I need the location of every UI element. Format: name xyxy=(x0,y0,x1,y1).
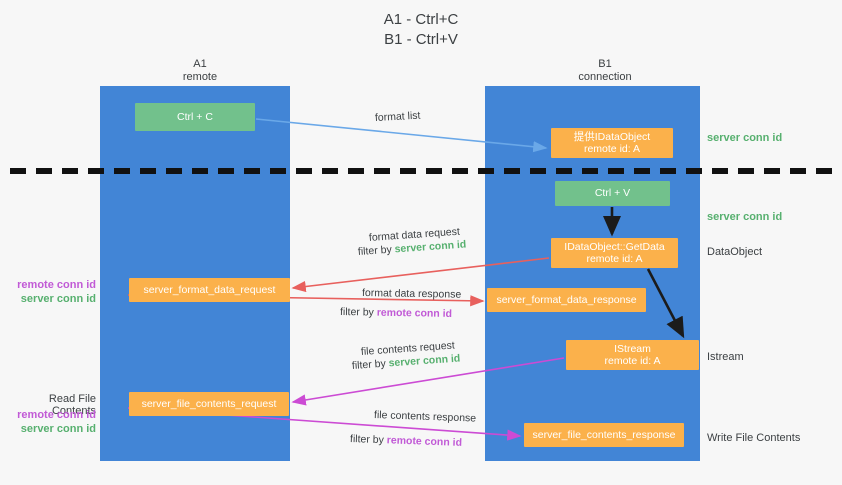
page-title: A1 - Ctrl+C B1 - Ctrl+V xyxy=(0,10,842,50)
filter-remote-conn-id-2: remote conn id xyxy=(386,434,463,449)
filter-by-text-4: filter by xyxy=(349,433,385,447)
label-server-conn-id-mid: server conn id xyxy=(707,211,783,223)
label-server-conn-id-upper: server conn id xyxy=(20,293,96,305)
box-idataobject-getdata[interactable]: IDataObject::GetData remote id: A xyxy=(551,238,678,268)
annotation-format-data-response-filter: filter by remote conn id xyxy=(340,306,452,321)
box-server-format-data-request-label: server_format_data_request xyxy=(143,283,276,296)
label-remote-conn-id-upper: remote conn id xyxy=(17,279,96,291)
box-server-format-data-request[interactable]: server_format_data_request xyxy=(129,278,290,302)
label-read-file-contents: Read File Contents xyxy=(48,393,96,417)
filter-by-text-3: filter by xyxy=(351,357,387,372)
annotation-format-data-response: format data response xyxy=(361,287,462,301)
column-header-a1: A1 remote xyxy=(140,58,260,84)
annotation-format-list: format list xyxy=(374,109,421,124)
column-a1-name: A1 xyxy=(193,58,207,70)
filter-remote-conn-id-1: remote conn id xyxy=(376,306,453,320)
label-istream: Istream xyxy=(707,351,744,363)
box-server-file-contents-request[interactable]: server_file_contents_request xyxy=(129,392,289,416)
box-idataobject-getdata-label: IDataObject::GetData remote id: A xyxy=(564,240,665,266)
box-server-format-data-response-label: server_format_data_response xyxy=(496,293,637,306)
annotation-file-contents-response-filter: filter by remote conn id xyxy=(350,433,462,450)
label-conn-ids-upper: remote conn id server conn id xyxy=(8,278,96,306)
box-idataobject[interactable]: 提供IDataObject remote id: A xyxy=(551,128,673,158)
column-a1-sub: remote xyxy=(182,71,218,83)
dashed-separator-line xyxy=(10,168,832,174)
box-istream-label: IStream remote id: A xyxy=(604,342,661,368)
column-b1-name: B1 xyxy=(598,58,612,70)
label-remote-conn-id-lower: remote conn id xyxy=(17,409,96,421)
annotation-file-contents-response: file contents response xyxy=(373,409,477,425)
box-ctrl-c-label: Ctrl + C xyxy=(177,110,213,123)
box-server-file-contents-request-label: server_file_contents_request xyxy=(141,397,277,410)
label-dataobject: DataObject xyxy=(707,246,763,258)
box-server-file-contents-response[interactable]: server_file_contents_response xyxy=(524,423,684,447)
label-write-file-contents: Write File Contents xyxy=(707,432,801,444)
box-idataobject-label: 提供IDataObject remote id: A xyxy=(573,130,651,156)
title-line-1: A1 - Ctrl+C xyxy=(383,11,459,28)
label-server-conn-id-lower: server conn id xyxy=(20,423,96,435)
column-b1-sub: connection xyxy=(578,71,632,83)
label-server-conn-id-top: server conn id xyxy=(707,132,783,144)
box-istream[interactable]: IStream remote id: A xyxy=(566,340,699,370)
box-server-file-contents-response-label: server_file_contents_response xyxy=(532,428,676,441)
box-ctrl-v-label: Ctrl + V xyxy=(594,187,631,200)
column-header-b1: B1 connection xyxy=(540,58,670,84)
label-conn-ids-lower: remote conn id server conn id xyxy=(8,408,96,436)
box-ctrl-v[interactable]: Ctrl + V xyxy=(555,181,670,206)
box-ctrl-c[interactable]: Ctrl + C xyxy=(135,103,255,131)
filter-by-text-1: filter by xyxy=(357,243,393,258)
title-line-2: B1 - Ctrl+V xyxy=(384,31,458,48)
filter-by-text-2: filter by xyxy=(339,306,374,319)
box-server-format-data-response[interactable]: server_format_data_response xyxy=(487,288,646,312)
